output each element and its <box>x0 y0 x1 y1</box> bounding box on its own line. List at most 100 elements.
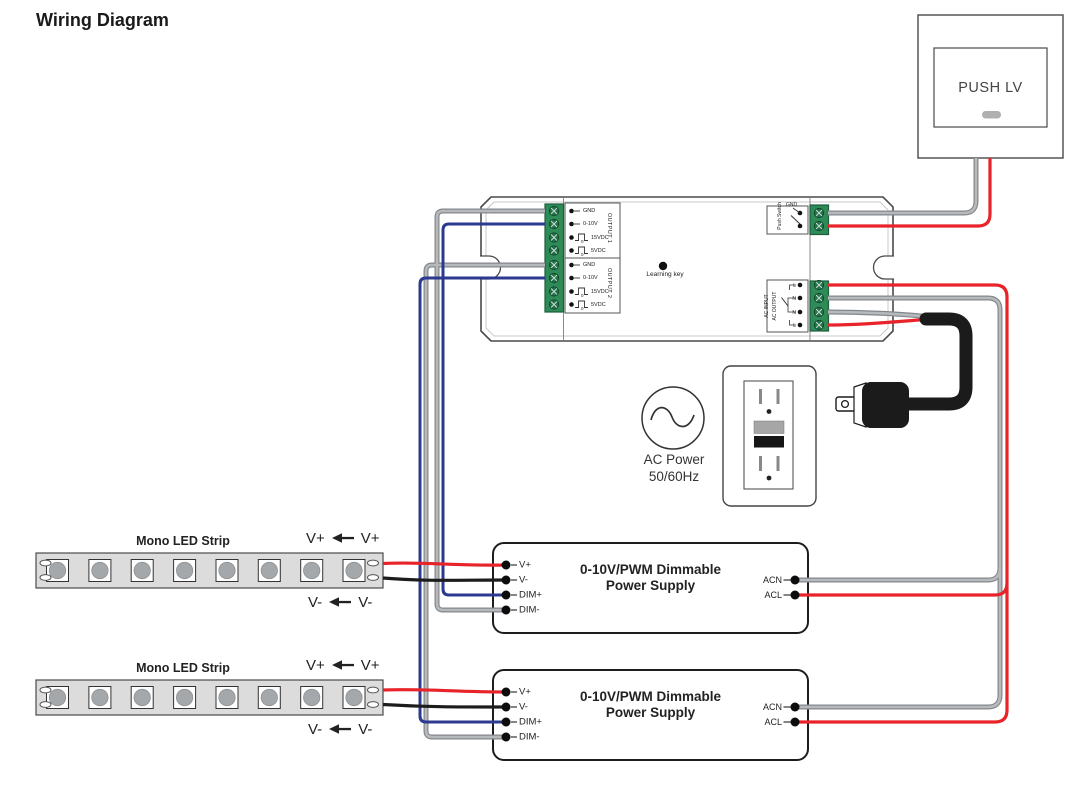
output1-pin-5vdc: 5VDC <box>591 247 606 254</box>
pulse-zero: 0 <box>581 239 584 244</box>
output1-pin-15vdc: 15VDC <box>591 234 609 241</box>
switch-arm <box>790 215 801 225</box>
page-title: Wiring Diagram <box>36 10 169 30</box>
pulse-icon <box>575 246 588 254</box>
psu2-pin-acl: ACL <box>764 717 782 727</box>
pulse-zero: 0 <box>581 293 584 298</box>
psu2-pin-dimminus: DIM- <box>519 731 540 743</box>
strip1-vplus-row: V+ V+ <box>306 529 380 547</box>
psu1-terminals <box>501 560 800 615</box>
ac-terminal-box <box>766 279 809 333</box>
ac-output-label: AC OUTPUT <box>772 291 778 321</box>
psu1-pin-vminus: V- <box>519 574 528 586</box>
psu2-pin-dimplus: DIM+ <box>519 716 542 728</box>
plug-body <box>862 382 909 428</box>
arrow-left-icon <box>331 660 354 670</box>
vminus-text: V- <box>358 593 373 611</box>
wire-ac-neutral <box>796 296 1002 709</box>
ac-terminal-n2: N <box>792 309 796 316</box>
psu1-title-line2: Power Supply <box>605 578 696 593</box>
gray-wires <box>423 158 1003 740</box>
ac-terminal-l1: L <box>793 282 796 289</box>
learning-key-button <box>658 261 668 271</box>
psu2-terminals <box>501 687 800 742</box>
ac-outlet <box>722 365 817 507</box>
learning-key-label: Learning key <box>646 271 684 278</box>
wire-strip2-vplus <box>382 688 507 694</box>
output2-pin-15vdc: 15VDC <box>591 288 609 295</box>
wire-dim2-gnd <box>424 263 545 739</box>
output2-pin-gnd: GND <box>583 262 596 268</box>
vminus-text: V- <box>308 593 323 611</box>
arrow-left-icon <box>329 724 352 734</box>
push-switch-gnd-label: GND <box>786 202 798 208</box>
psu1-title: 0-10V/PWM Dimmable Power Supply <box>523 562 778 594</box>
push-lv-label: PUSH LV <box>958 80 1023 96</box>
controller-body <box>480 196 894 342</box>
wire-ac-neutral-branch <box>796 567 1002 582</box>
vplus-text: V+ <box>360 656 380 674</box>
output2-pin-5vdc: 5VDC <box>591 301 606 308</box>
vminus-text: V- <box>308 720 323 738</box>
ac-power-line2: 50/60Hz <box>648 468 700 484</box>
psu1-pin-vplus: V+ <box>519 559 531 571</box>
ac-terminal-l2: L <box>793 322 796 329</box>
output2-box <box>564 257 621 314</box>
wire-strip1-vminus <box>382 576 507 582</box>
switch-arm <box>781 297 789 307</box>
strip2-label: Mono LED Strip <box>136 661 230 675</box>
psu1-pin-dimminus: DIM- <box>519 604 540 616</box>
ac-terminal-block <box>809 279 830 332</box>
vplus-text: V+ <box>306 529 325 547</box>
ac-terminal-n1: N <box>792 295 796 302</box>
output1-pin-010v: 0-10V <box>583 221 598 227</box>
power-supply-1-box <box>492 542 809 634</box>
black-wires <box>382 576 507 709</box>
psu1-title-line1: 0-10V/PWM Dimmable <box>579 562 722 577</box>
wire-strip2-vminus <box>382 702 507 709</box>
ac-input-label: AC INPUT <box>764 294 770 318</box>
ac-power-line1: AC Power <box>643 452 705 467</box>
psu2-title-line2: Power Supply <box>605 705 696 720</box>
pulse-zero: 0 <box>581 306 584 311</box>
wire-dim1-gnd <box>435 209 545 612</box>
wire-ac-live-branch <box>796 582 1009 597</box>
output2-title: OUTPUT 2 <box>606 268 612 299</box>
output1-box <box>564 202 621 259</box>
blue-wires <box>418 222 545 724</box>
strip2-vplus-row: V+ V+ <box>306 656 380 674</box>
strip2-vminus-row: V- V- <box>308 720 372 738</box>
output-terminal-block <box>544 203 565 313</box>
wire-push-gray <box>828 158 978 215</box>
push-lv-indicator <box>982 111 1001 119</box>
push-lv-panel <box>917 14 1064 159</box>
strip1-label: Mono LED Strip <box>136 534 230 548</box>
wire-ac-live <box>796 283 1009 724</box>
pulse-icon <box>575 287 588 295</box>
led-strip-2 <box>35 679 384 716</box>
vminus-text: V- <box>358 720 373 738</box>
ac-power-icon <box>641 386 705 450</box>
pulse-icon <box>575 300 588 308</box>
arrow-left-icon <box>331 533 354 543</box>
ac-plug <box>835 312 973 428</box>
wire-dim2-010v <box>418 276 545 724</box>
vplus-text: V+ <box>360 529 380 547</box>
pulse-icon <box>575 233 588 241</box>
output1-pin-gnd: GND <box>583 208 596 214</box>
psu2-pin-acn: ACN <box>762 702 782 712</box>
ac-power-label: AC Power 50/60Hz <box>616 452 732 485</box>
psu1-pin-dimplus: DIM+ <box>519 589 542 601</box>
strip1-vminus-row: V- V- <box>308 593 372 611</box>
output1-title: OUTPUT 1 <box>606 213 612 244</box>
psu2-title: 0-10V/PWM Dimmable Power Supply <box>523 689 778 721</box>
wire-strip1-vplus <box>382 561 507 567</box>
mount-slot-right <box>872 255 894 280</box>
output2-pin-010v: 0-10V <box>583 275 598 281</box>
arrow-left-icon <box>329 597 352 607</box>
psu1-pin-acl: ACL <box>764 590 782 600</box>
pulse-zero: 0 <box>581 252 584 257</box>
power-supply-2-box <box>492 669 809 761</box>
